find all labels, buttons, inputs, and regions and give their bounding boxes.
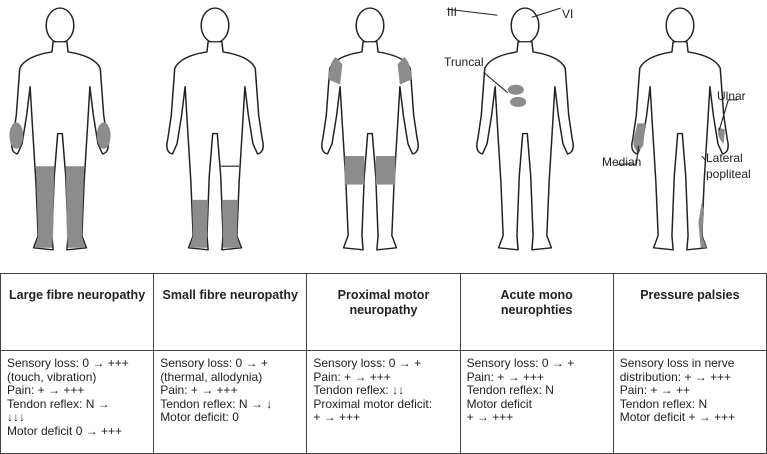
table-row: Sensory loss: 0 → +++ (touch, vibration)… [0, 350, 767, 454]
cell-line: Motor deficit [466, 396, 532, 411]
cell-line: Motor deficit: 0 [160, 410, 239, 424]
cell-line: + → +++ [313, 410, 361, 424]
cell-line: ↓↓↓ [7, 410, 25, 424]
figure-small-fibre [166, 7, 264, 251]
table-cell: Sensory loss: 0 → + Pain: + → +++ Tendon… [459, 350, 614, 454]
cell-line: Tendon reflex: N → [7, 396, 110, 411]
figure-proximal-motor [321, 7, 419, 251]
cell-line: Sensory loss: 0 → +++ [7, 356, 129, 370]
column-header: Small fibre neuropathy [153, 273, 308, 351]
cell-line: Sensory loss: 0 → + [160, 356, 268, 370]
neuropathy-table: Large fibre neuropathy Small fibre neuro… [0, 273, 767, 454]
label-median: Median [602, 155, 642, 169]
table-cell: Sensory loss: 0 → + Pain: + → +++ Tendon… [306, 350, 461, 454]
cell-line: Sensory loss: 0 → + [313, 356, 422, 370]
cell-line: Proximal motor deficit: [313, 396, 433, 411]
cell-line: + → +++ [466, 410, 514, 424]
cell-line: Tendon reflex: ↓↓ [313, 383, 405, 397]
table-cell: Sensory loss: 0 → + (thermal, allodynia)… [153, 350, 308, 454]
column-header: Large fibre neuropathy [0, 273, 155, 351]
cell-line: Pain: + → ++ [619, 383, 691, 397]
table-cell: Sensory loss: 0 → +++ (touch, vibration)… [0, 350, 155, 454]
cell-line: Motor deficit + → +++ [619, 410, 736, 424]
label-cranial-iii: III [447, 5, 458, 19]
cell-line: Tendon reflex: N [466, 383, 554, 397]
label-truncal: Truncal [444, 55, 484, 69]
label-ulnar: Ulnar [717, 89, 746, 103]
column-header: Acute mono neurophties [459, 273, 614, 351]
cell-line: Sensory loss in nerve [619, 356, 735, 370]
cell-line: Pain: + → +++ [7, 383, 85, 397]
figure-pressure-palsies [616, 7, 738, 251]
label-cranial-vi: VI [562, 7, 574, 21]
column-header: Proximal motor neuropathy [306, 273, 461, 351]
body-figures [9, 7, 738, 251]
cell-line: Pain: + → +++ [466, 369, 544, 384]
figure-large-fibre [9, 7, 111, 251]
cell-line: Pain: + → +++ [160, 383, 238, 397]
cell-line: Motor deficit 0 → +++ [7, 423, 123, 438]
table-cell: Sensory loss in nerve distribution: + → … [612, 350, 767, 454]
label-lateral-popliteal-2: popliteal [706, 167, 751, 181]
table-header-row: Large fibre neuropathy Small fibre neuro… [0, 273, 767, 351]
cell-line: Tendon reflex: N [619, 396, 708, 411]
figure-acute-mono [446, 7, 574, 251]
cell-line: (touch, vibration) [7, 369, 97, 384]
label-lateral-popliteal-1: Lateral [706, 151, 743, 165]
cell-line: distribution: + → +++ [619, 369, 732, 384]
cell-line: (thermal, allodynia) [160, 369, 263, 384]
cell-line: Pain: + → +++ [313, 369, 391, 384]
cell-line: Tendon reflex: N → ↓ [160, 396, 273, 411]
cell-line: Sensory loss: 0 → + [466, 356, 575, 370]
column-header: Pressure palsies [612, 273, 767, 351]
